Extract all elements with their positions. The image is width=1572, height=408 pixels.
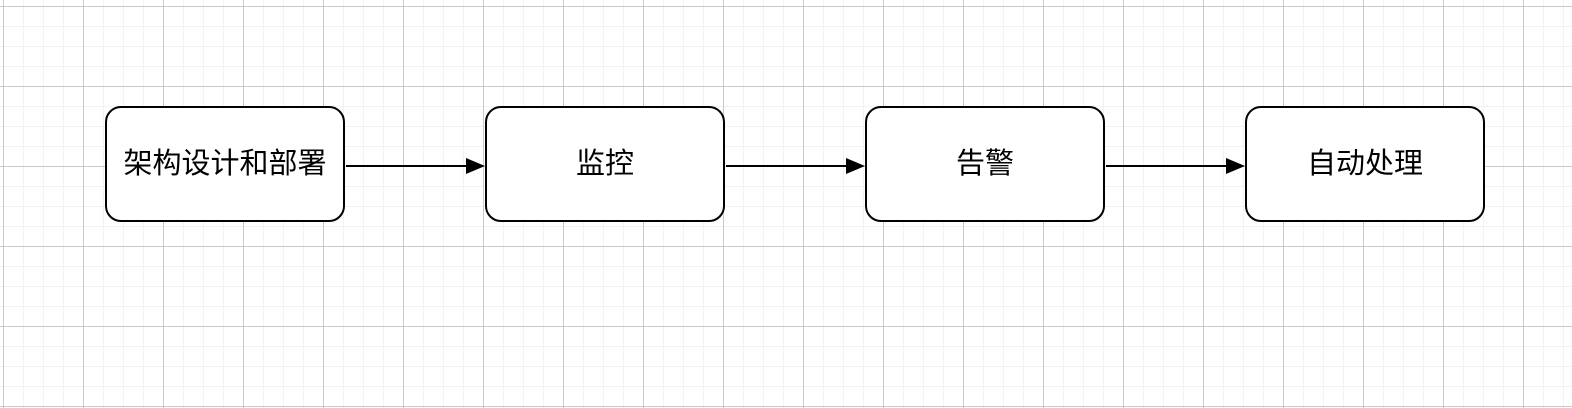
arrow-line: [1106, 165, 1226, 167]
connector-arrow-2[interactable]: [726, 158, 865, 174]
arrowhead-right-icon: [846, 158, 865, 174]
connector-arrow-3[interactable]: [1106, 158, 1245, 174]
node-label: 告警: [955, 147, 1014, 180]
arrow-line: [346, 165, 466, 167]
node-label: 监控: [575, 147, 634, 180]
connector-arrow-1[interactable]: [346, 158, 485, 174]
node-label: 架构设计和部署: [123, 147, 327, 180]
flow-node-monitoring[interactable]: 监控: [485, 106, 725, 222]
flow-node-alerting[interactable]: 告警: [865, 106, 1105, 222]
node-label: 自动处理: [1306, 147, 1423, 180]
flow-node-architecture-design-deployment[interactable]: 架构设计和部署: [105, 106, 345, 222]
arrow-line: [726, 165, 846, 167]
arrowhead-right-icon: [1226, 158, 1245, 174]
flow-node-auto-handling[interactable]: 自动处理: [1245, 106, 1485, 222]
arrowhead-right-icon: [466, 158, 485, 174]
